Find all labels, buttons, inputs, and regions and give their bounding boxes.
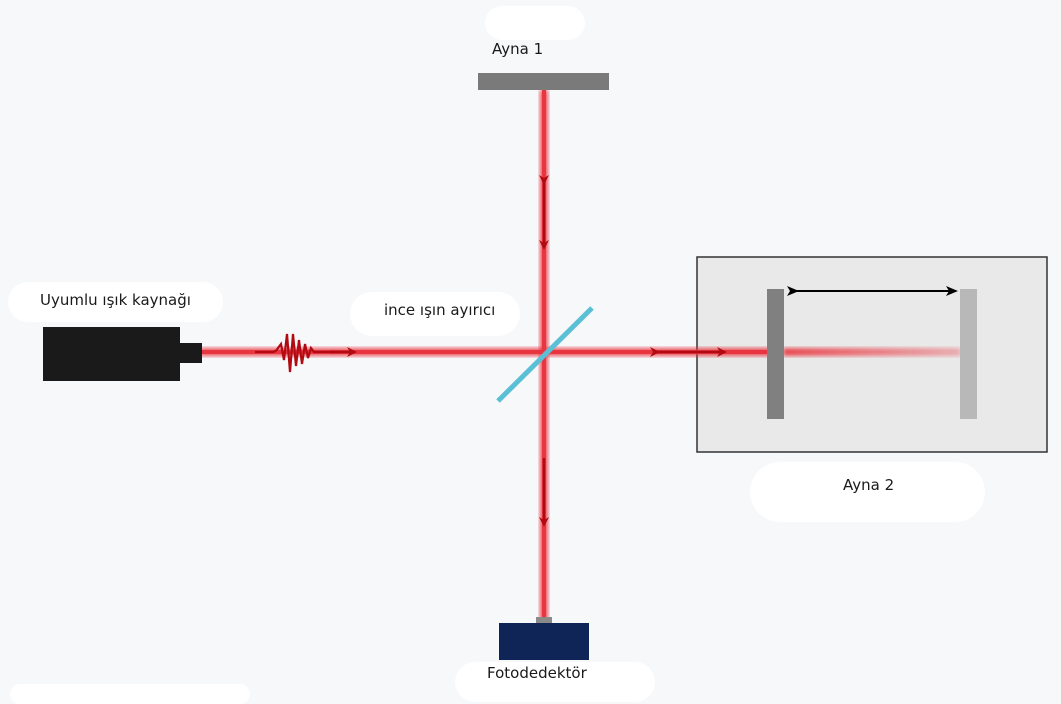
laser-source-icon [43,327,202,381]
mirror-2-label: Ayna 2 [843,476,895,494]
background-haze [10,684,250,704]
background-haze [8,282,223,322]
source-label: Uyumlu ışık kaynağı [40,291,191,309]
mirror-1 [478,73,609,90]
mirror-2-reference [767,289,784,419]
background-haze [485,6,585,40]
horizontal-beam-core [200,350,770,354]
variable-arm-beam [783,348,961,356]
laser-beams [200,90,961,620]
mirror-1-label: Ayna 1 [492,40,544,58]
wave-packet-icon [255,333,340,373]
photodetector-icon [499,617,589,660]
beam-splitter-label: ince ışın ayırıcı [384,301,496,319]
background-haze [455,662,655,702]
background-haze [750,462,985,522]
mirror-2-movable [960,289,977,419]
beam-direction-arrows [539,175,727,527]
background-haze [350,292,520,336]
beam-splitter-icon [496,306,594,403]
detector-label: Fotodedektör [487,664,587,682]
